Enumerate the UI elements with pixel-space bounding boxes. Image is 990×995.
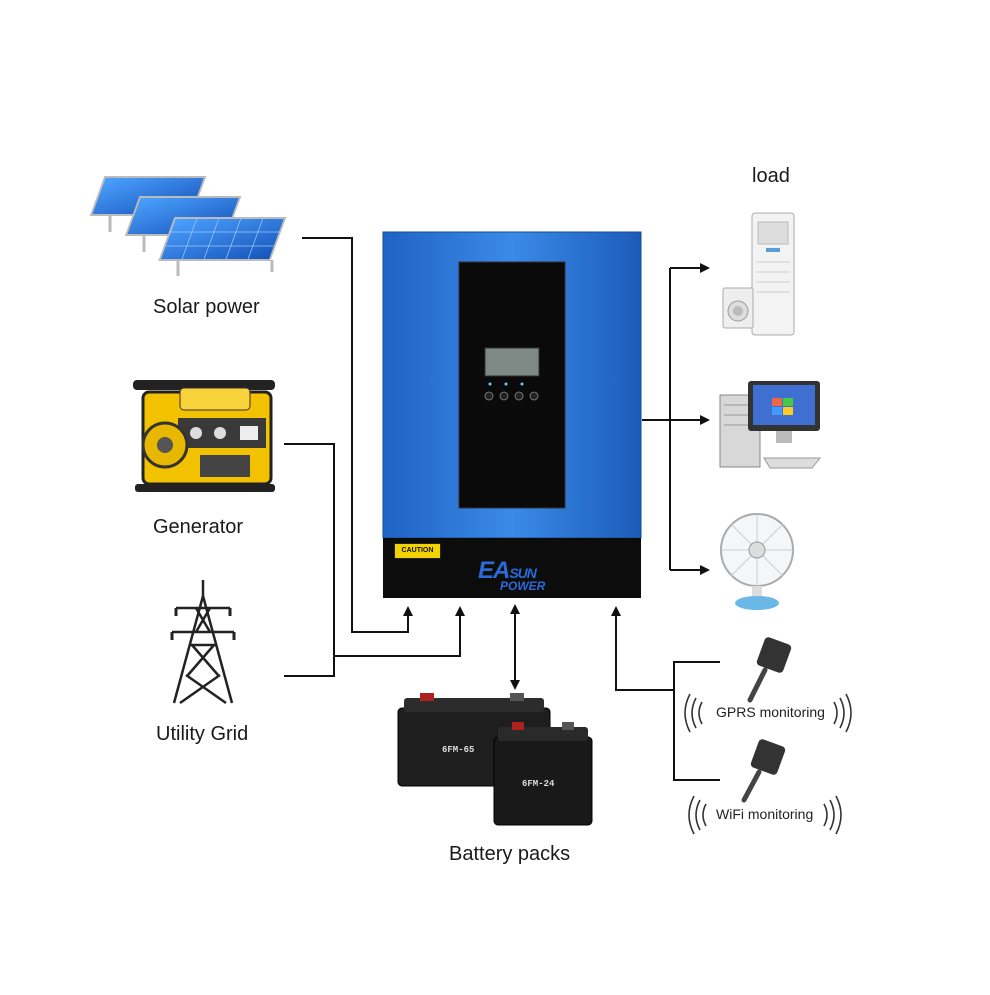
lcd-screen [484, 347, 540, 377]
washing-machine-icon [722, 287, 754, 329]
solar-panel-icon [89, 176, 287, 276]
generator-icon [133, 380, 275, 492]
gprs-dongle-icon [747, 637, 792, 703]
utility-grid-label: Utility Grid [156, 723, 249, 745]
control-buttons [484, 391, 539, 401]
load-label: load [752, 165, 790, 187]
monitoring-branch [673, 661, 720, 781]
status-leds [488, 382, 524, 386]
battery-packs-label: Battery packs [449, 843, 571, 865]
generator-label: Generator [153, 516, 244, 538]
battery-model-small: 6FM-24 [522, 779, 555, 789]
solar-line [302, 237, 413, 633]
wifi-dongle-icon [741, 739, 786, 803]
power-tower-icon [170, 580, 236, 705]
generator-line [284, 443, 335, 656]
air-conditioner-icon [751, 212, 795, 336]
gprs-monitoring-label: GPRS monitoring [716, 704, 825, 720]
inverter-unit [382, 231, 642, 598]
connection-lines [284, 237, 720, 781]
caution-label: CAUTION [394, 543, 441, 559]
battery-model-large: 6FM-65 [442, 745, 475, 755]
brand-logo: EASUN POWER [478, 557, 546, 593]
fan-icon [720, 513, 794, 610]
computer-icon [719, 381, 822, 469]
battery-icon [397, 693, 593, 826]
solar-power-label: Solar power [153, 296, 260, 318]
grid-line [284, 606, 465, 677]
wifi-monitoring-label: WiFi monitoring [716, 806, 814, 822]
signal-wave-icons [684, 693, 852, 835]
monitoring-line [611, 606, 674, 691]
